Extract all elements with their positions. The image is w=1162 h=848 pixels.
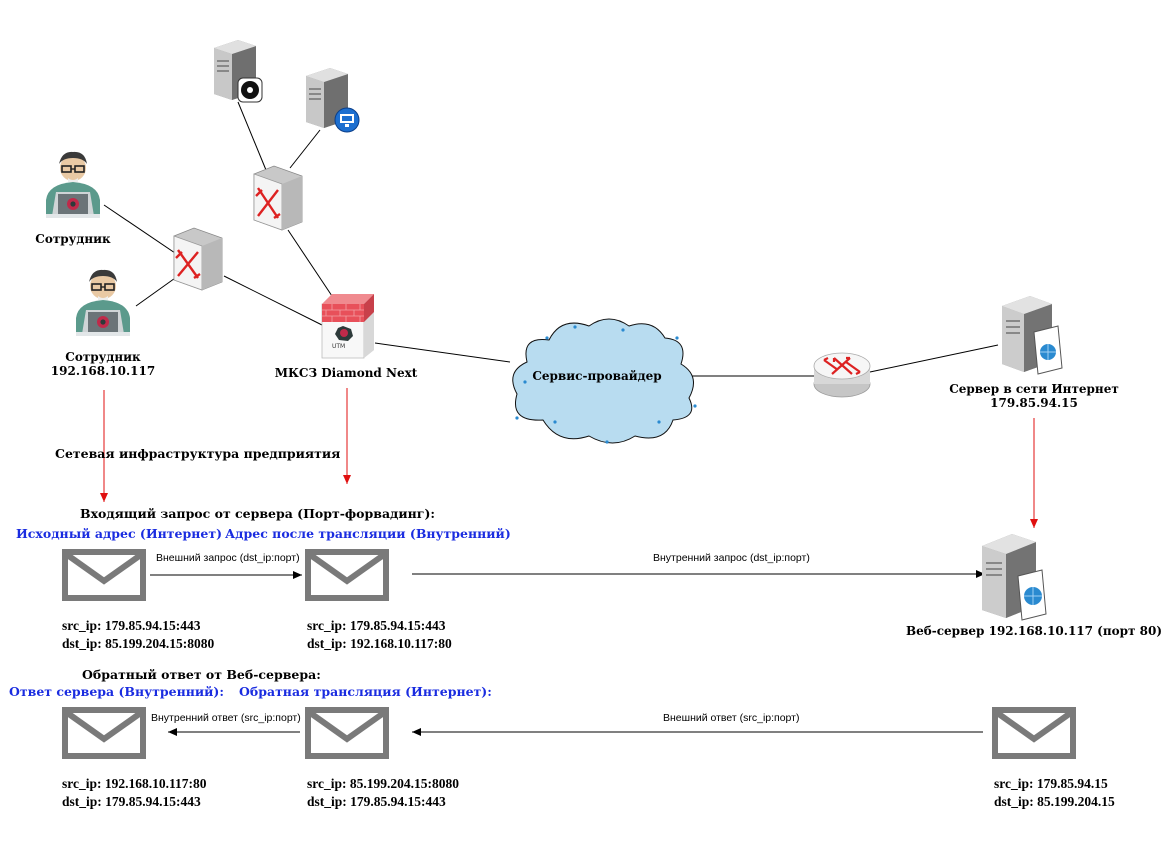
- server-monitor-icon: [306, 68, 360, 133]
- incoming-msg2-src: src_ip: 179.85.94.15:443: [307, 618, 446, 633]
- firewall-label: МКСЗ Diamond Next: [274, 366, 418, 380]
- link-switch2-firewall: [287, 229, 333, 297]
- link-employee2-switch: [135, 275, 179, 307]
- envelope-icon: [305, 707, 389, 759]
- internet-server-name: Сервер в сети Интернет: [949, 382, 1119, 396]
- incoming-translated-title: Адрес после трансляции (Внутренний): [225, 526, 511, 541]
- outgoing-msg2-dst: dst_ip: 179.85.94.15:443: [307, 794, 446, 809]
- outgoing-msg3-dst: dst_ip: 85.199.204.15: [994, 794, 1115, 809]
- firewall-utm-icon: UTM: [320, 294, 376, 359]
- internet-server-globe-icon: [1002, 296, 1063, 375]
- firewall-badge: UTM: [332, 343, 346, 350]
- envelope-icon: [62, 707, 146, 759]
- cloud-label: Сервис-провайдер: [532, 369, 662, 383]
- link-server1-switch2: [237, 101, 267, 171]
- incoming-heading: Входящий запрос от сервера (Порт-форвади…: [80, 506, 435, 521]
- switch-lower-icon: [173, 227, 223, 291]
- outgoing-arrow1-label: Внутренний ответ (src_ip:порт): [151, 712, 301, 724]
- outgoing-reply-title: Ответ сервера (Внутренний):: [9, 684, 224, 699]
- outgoing-msg1-src: src_ip: 192.168.10.117:80: [62, 776, 207, 791]
- incoming-msg1-src: src_ip: 179.85.94.15:443: [62, 618, 201, 633]
- link-router-server: [869, 344, 999, 373]
- link-employee1-switch: [103, 204, 179, 256]
- outgoing-msg1-dst: dst_ip: 179.85.94.15:443: [62, 794, 201, 809]
- web-server-label: Веб-сервер 192.168.10.117 (порт 80): [905, 624, 1162, 638]
- incoming-arrow1-label: Внешний запрос (dst_ip:порт): [156, 552, 300, 564]
- outgoing-reverse-title: Обратная трансляция (Интернет):: [239, 684, 492, 699]
- incoming-msg1-dst: dst_ip: 85.199.204.15:8080: [62, 636, 215, 651]
- outgoing-heading: Обратный ответ от Веб-сервера:: [82, 667, 321, 682]
- web-server-globe-icon: [982, 534, 1047, 621]
- link-firewall-cloud: [374, 342, 511, 363]
- switch-upper-icon: [253, 165, 303, 231]
- employee2-ip: 192.168.10.117: [50, 364, 156, 378]
- internet-server-ip: 179.85.94.15: [990, 396, 1078, 410]
- incoming-arrow2-label: Внутренний запрос (dst_ip:порт): [653, 552, 810, 564]
- outgoing-msg2-src: src_ip: 85.199.204.15:8080: [307, 776, 459, 791]
- employee1-label: Сотрудник: [35, 232, 111, 246]
- outgoing-msg3-src: src_ip: 179.85.94.15: [994, 776, 1108, 791]
- incoming-source-title: Исходный адрес (Интернет): [16, 526, 223, 541]
- incoming-msg2-dst: dst_ip: 192.168.10.117:80: [307, 636, 452, 651]
- server-dial-icon: [214, 40, 263, 103]
- link-switch-firewall: [223, 275, 323, 326]
- infra-label: Сетевая инфраструктура предприятия: [55, 446, 341, 461]
- envelope-icon: [62, 549, 146, 601]
- employee2-name: Сотрудник: [65, 350, 141, 364]
- envelope-icon: [992, 707, 1076, 759]
- outgoing-arrow2-label: Внешний ответ (src_ip:порт): [663, 712, 800, 724]
- link-server2-switch2: [289, 129, 321, 169]
- service-provider-cloud: [512, 318, 697, 444]
- employee-laptop-icon-2: [76, 269, 130, 336]
- router-icon: [813, 352, 871, 398]
- envelope-icon: [305, 549, 389, 601]
- employee-laptop-icon-1: [46, 151, 100, 218]
